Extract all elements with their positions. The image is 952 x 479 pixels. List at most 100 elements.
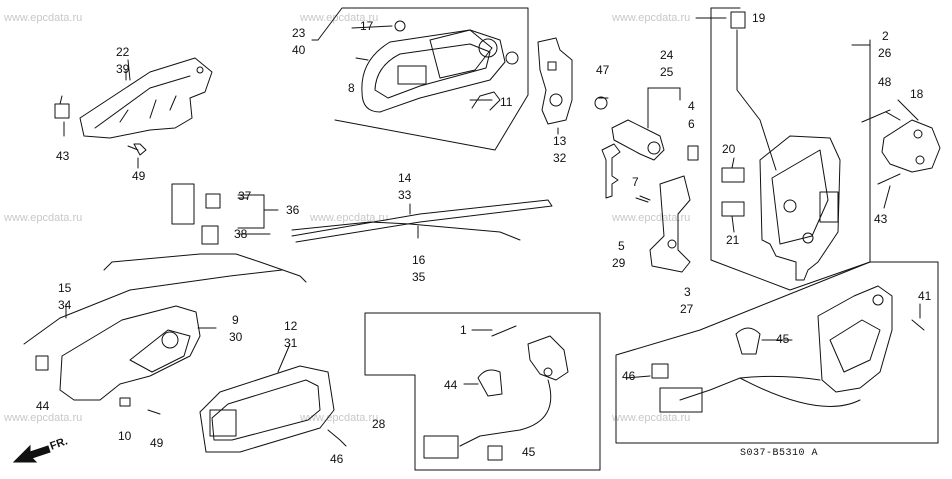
part-14-rod	[291, 199, 553, 243]
part-44-clip	[54, 103, 70, 119]
part-22-bracket	[79, 57, 213, 139]
watermark: www.epcdata.ru	[4, 412, 83, 424]
part-13-bracket	[537, 37, 573, 125]
part-47-grommet	[594, 96, 608, 110]
label-part-5: 5	[618, 239, 625, 253]
label-part-9: 9	[232, 313, 239, 327]
part-12-bezel	[199, 365, 335, 453]
label-part-13: 13	[553, 134, 567, 148]
label-part-30: 30	[229, 330, 243, 344]
label-part-21: 21	[726, 233, 740, 247]
part-1-switch	[527, 335, 569, 381]
label-part-28: 28	[372, 417, 386, 431]
label-part-11: 11	[500, 95, 513, 109]
watermark: www.epcdata.ru	[4, 12, 83, 24]
part-24-cylinder	[611, 119, 665, 161]
label-part-40: 40	[292, 43, 306, 57]
label-part-31: 31	[284, 336, 298, 350]
part-45-clamp	[735, 327, 761, 355]
part-20-clip	[721, 167, 745, 183]
label-part-35: 35	[412, 270, 426, 284]
part-15-rod	[103, 253, 307, 283]
diagram-code: S037-B5310 A	[740, 448, 819, 459]
label-part-27: 27	[680, 302, 694, 316]
watermark: www.epcdata.ru	[4, 212, 83, 224]
label-part-15: 15	[58, 281, 72, 295]
label-part-46: 46	[622, 369, 636, 383]
label-part-45: 44	[444, 378, 458, 392]
label-part-23: 23	[292, 26, 306, 40]
part-46-clip	[487, 445, 503, 461]
label-part-49: 49	[150, 436, 164, 450]
part-10-clip	[119, 397, 131, 407]
connector-icon	[659, 387, 703, 413]
watermark: www.epcdata.ru	[300, 412, 379, 424]
watermark: www.epcdata.ru	[612, 212, 691, 224]
part-9-inner-handle	[59, 305, 201, 401]
part-49-screw	[147, 409, 161, 415]
key-icon	[601, 143, 621, 199]
watermark: www.epcdata.ru	[310, 212, 389, 224]
label-part-10: 10	[118, 429, 132, 443]
label-part-42: 46	[330, 452, 344, 466]
label-part-18: 18	[910, 87, 924, 101]
label-part-46: 45	[522, 445, 536, 459]
label-part-22: 22	[116, 45, 130, 59]
frame-actuator	[615, 261, 939, 444]
label-part-12: 12	[284, 319, 298, 333]
label-part-43: 43	[874, 212, 888, 226]
label-part-16: 16	[412, 253, 426, 267]
label-part-37: 37	[238, 189, 252, 203]
label-part-34: 34	[58, 298, 72, 312]
part-43-bolt	[877, 173, 901, 185]
part-44-clip	[35, 355, 49, 371]
label-part-33: 33	[398, 188, 412, 202]
label-part-6: 6	[688, 117, 695, 131]
label-part-3: 3	[684, 285, 691, 299]
part-3-actuator	[817, 285, 893, 393]
label-part-19: 19	[752, 11, 766, 25]
label-part-17: 17	[360, 19, 374, 33]
label-part-44: 43	[56, 149, 70, 163]
part-18-striker	[881, 119, 941, 173]
part-2-latch	[759, 135, 841, 281]
part-42-screw	[327, 429, 347, 447]
label-part-29: 29	[612, 256, 626, 270]
part-19-bolt	[730, 11, 746, 29]
part-11-spring	[471, 91, 501, 111]
watermark: www.epcdata.ru	[612, 12, 691, 24]
label-part-44: 44	[36, 399, 50, 413]
part-7-screw	[635, 197, 649, 203]
label-part-32: 32	[553, 151, 567, 165]
label-part-20: 20	[722, 142, 736, 156]
part-45-clamp	[477, 369, 503, 397]
label-part-7: 7	[632, 175, 639, 189]
part-49-screw	[127, 143, 147, 156]
label-part-41: 41	[918, 289, 932, 303]
watermark: www.epcdata.ru	[300, 12, 379, 24]
watermark: www.epcdata.ru	[612, 412, 691, 424]
label-part-26: 26	[878, 46, 892, 60]
part-37-connector	[171, 183, 195, 225]
label-part-45: 45	[776, 332, 790, 346]
label-part-49: 49	[132, 169, 146, 183]
label-part-1: 1	[460, 323, 467, 337]
label-part-8: 8	[348, 81, 355, 95]
label-part-2: 2	[882, 29, 889, 43]
direction-arrow-icon	[12, 444, 51, 463]
part-6-clip	[687, 145, 699, 161]
frame-latch	[710, 7, 871, 291]
label-part-36: 36	[286, 203, 300, 217]
part-41-screw	[911, 319, 925, 331]
label-part-48: 48	[878, 75, 892, 89]
frame-outer-handle	[317, 7, 529, 151]
label-part-4: 4	[688, 99, 695, 113]
part-48-bolt	[861, 109, 891, 123]
label-part-14: 14	[398, 171, 412, 185]
connector-icon	[423, 435, 459, 459]
label-part-39: 39	[116, 62, 130, 76]
label-part-47: 47	[596, 63, 610, 77]
part-38-clip	[201, 225, 219, 245]
